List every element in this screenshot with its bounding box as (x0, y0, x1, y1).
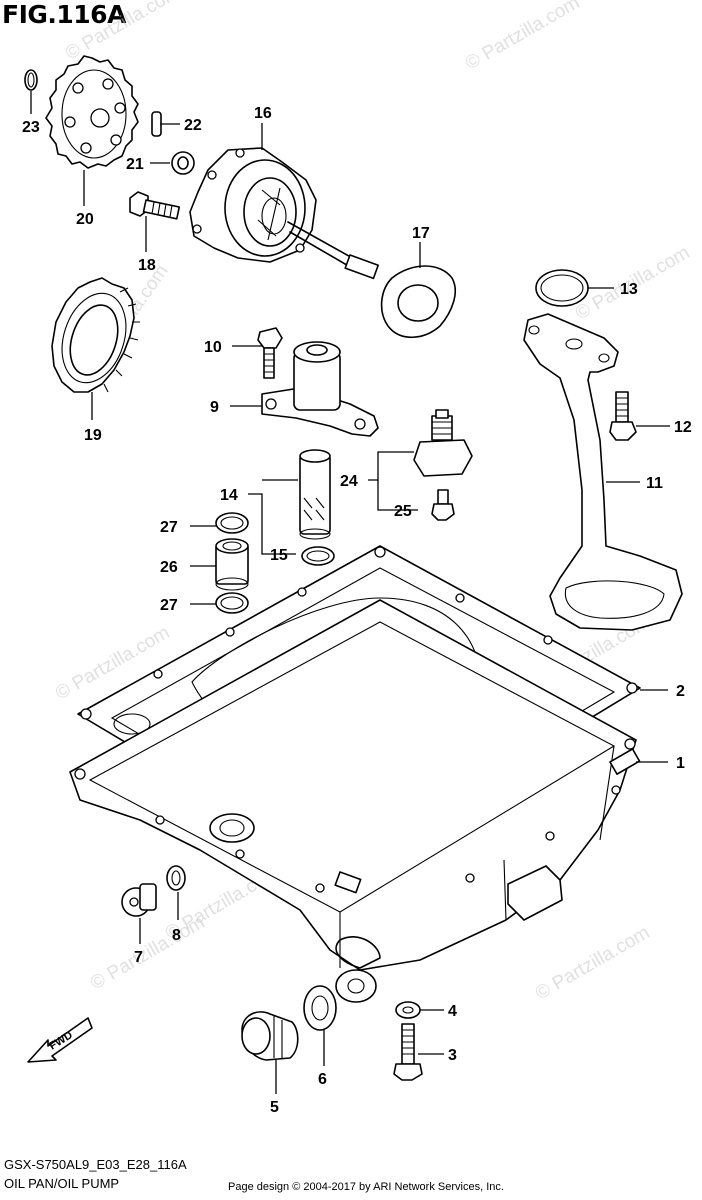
part-21-washer (171, 151, 195, 175)
callout-10: 10 (204, 339, 222, 356)
callout-7: 7 (134, 949, 143, 966)
callout-4: 4 (448, 1003, 457, 1020)
part-6-gasket (303, 985, 337, 1031)
callout-3: 3 (448, 1047, 457, 1064)
part-9-oil-pump-cover (261, 341, 379, 437)
callout-15: 15 (270, 547, 288, 564)
part-1-oil-pan (69, 599, 641, 1003)
watermark: © Partzilla.com (532, 922, 653, 1004)
callout-8: 8 (172, 927, 181, 944)
part-24-oil-pressure-switch (413, 409, 473, 477)
callout-17: 17 (412, 225, 430, 242)
part-25-screw (431, 489, 455, 521)
callout-9: 9 (210, 399, 219, 416)
fwd-arrow-icon: FWD (27, 1017, 93, 1063)
part-14-oil-relief-valve (299, 449, 331, 540)
part-22-pin (151, 111, 162, 137)
part-27-o-ring-upper (215, 512, 249, 534)
part-26-collar (215, 538, 249, 591)
callout-2: 2 (676, 683, 685, 700)
section-name: OIL PAN/OIL PUMP (4, 1176, 120, 1191)
part-12-bolt (609, 391, 637, 441)
callout-19: 19 (84, 427, 102, 444)
callout-26: 26 (160, 559, 178, 576)
callout-14: 14 (220, 487, 238, 504)
part-number-callouts: 1 2 3 4 5 6 7 8 9 10 11 12 13 14 15 16 1… (22, 105, 692, 1116)
part-8-gasket (166, 865, 186, 891)
leader-lines (30, 91, 670, 1094)
callout-23: 23 (22, 119, 40, 136)
part-4-washer (395, 1001, 421, 1019)
watermark: © Partzilla.com (62, 0, 183, 64)
model-code: GSX-S750AL9_E03_E28_116A (4, 1157, 187, 1172)
callout-18: 18 (138, 257, 156, 274)
part-13-o-ring (535, 269, 589, 307)
callout-11: 11 (646, 475, 663, 492)
copyright-credit: Page design © 2004-2017 by ARI Network S… (228, 1181, 504, 1193)
part-5-drain-plug (241, 1011, 299, 1061)
part-15-o-ring (301, 546, 335, 566)
part-7-plug (121, 883, 157, 917)
callout-21: 21 (126, 156, 144, 173)
part-16-oil-pump (189, 147, 379, 280)
callout-27-upper: 27 (160, 519, 178, 536)
callout-20: 20 (76, 211, 94, 228)
callout-16: 16 (254, 105, 272, 122)
callout-25: 25 (394, 503, 412, 520)
callout-24: 24 (340, 473, 358, 490)
watermark: © Partzilla.com (87, 912, 208, 994)
part-17-gasket (380, 265, 456, 338)
part-23-circlip (24, 69, 38, 91)
part-27-o-ring-lower (215, 592, 249, 614)
watermark: © Partzilla.com (462, 0, 583, 74)
callout-6: 6 (318, 1071, 327, 1088)
part-19-gear (51, 277, 140, 393)
part-10-bolt (257, 327, 283, 379)
callout-12: 12 (674, 419, 692, 436)
callout-13: 13 (620, 281, 638, 298)
callout-27-lower: 27 (160, 597, 178, 614)
figure-title: FIG.116A (2, 0, 126, 29)
callout-1: 1 (676, 755, 685, 772)
part-20-oil-pump-gear (45, 55, 139, 169)
callout-5: 5 (270, 1099, 279, 1116)
callout-22: 22 (184, 117, 202, 134)
part-3-bolt (393, 1023, 423, 1081)
part-11-oil-strainer (523, 313, 683, 631)
part-18-bolt (129, 191, 181, 220)
